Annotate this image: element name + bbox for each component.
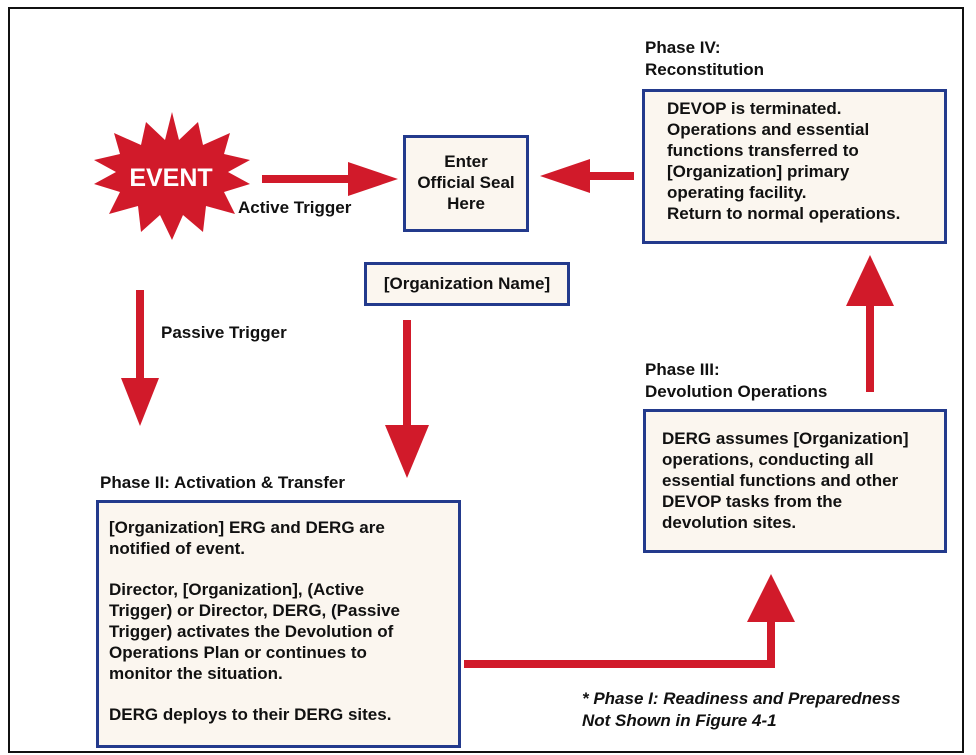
phase2-box: [Organization] ERG and DERG are notified…: [96, 500, 461, 748]
phase4-body: DEVOP is terminated. Operations and esse…: [667, 99, 901, 223]
arrow-reconstitution-to-seal: [540, 159, 634, 193]
phase2-paragraph: Director, [Organization], (Active Trigge…: [109, 580, 400, 683]
arrow-passive-trigger: [121, 290, 159, 426]
phase3-body: DERG assumes [Organization] operations, …: [662, 429, 909, 532]
seal-line: Here: [447, 194, 485, 213]
arrow-active-trigger: [262, 162, 398, 196]
phase3-title: Phase III: Devolution Operations: [645, 359, 827, 403]
phase2-paragraph: [Organization] ERG and DERG are notified…: [109, 518, 385, 558]
arrow-phase2-to-phase3: [464, 574, 795, 668]
phase2-title: Phase II: Activation & Transfer: [100, 473, 345, 492]
phase2-paragraph: DERG deploys to their DERG sites.: [109, 705, 392, 724]
event-label: EVENT: [129, 164, 213, 192]
diagram-frame: [8, 7, 964, 753]
seal-line: Enter: [444, 152, 488, 171]
organization-name-box: [Organization Name]: [364, 262, 570, 306]
phase4-title-line: Phase IV:: [645, 38, 721, 57]
official-seal-box: Enter Official Seal Here: [403, 135, 529, 232]
phase3-title-line: Devolution Operations: [645, 382, 828, 401]
arrow-org-to-phase2: [385, 320, 429, 478]
phase4-title: Phase IV: Reconstitution: [645, 37, 764, 81]
passive-trigger-label: Passive Trigger: [161, 323, 287, 342]
phase4-box: DEVOP is terminated. Operations and esse…: [642, 89, 947, 244]
phase3-box: DERG assumes [Organization] operations, …: [643, 409, 947, 553]
arrow-phase3-to-phase4: [846, 255, 894, 392]
event-burst: [94, 112, 250, 240]
footnote-line: Not Shown in Figure 4-1: [582, 711, 777, 730]
footnote: * Phase I: Readiness and Preparedness No…: [582, 688, 900, 732]
active-trigger-label: Active Trigger: [238, 198, 352, 217]
phase3-title-line: Phase III:: [645, 360, 720, 379]
seal-line: Official Seal: [417, 173, 515, 192]
organization-name: [Organization Name]: [383, 274, 551, 293]
footnote-line: * Phase I: Readiness and Preparedness: [582, 689, 901, 708]
phase4-title-line: Reconstitution: [645, 60, 764, 79]
